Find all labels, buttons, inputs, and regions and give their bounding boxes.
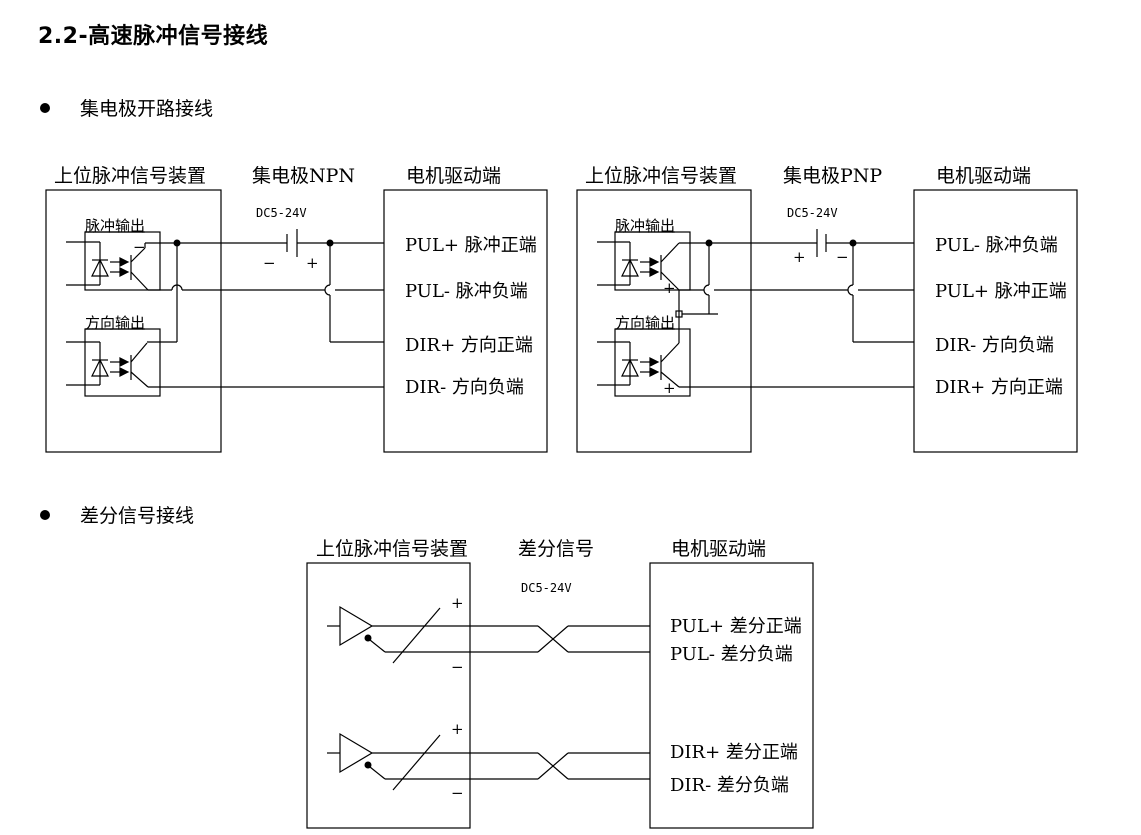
arrow-icon bbox=[649, 357, 660, 367]
diff-pul-driver: + − bbox=[327, 594, 650, 676]
diff-supply-label: DC5-24V bbox=[521, 581, 572, 595]
npn-dir-optocoupler: 方向输出 bbox=[66, 314, 161, 397]
svg-text:+: + bbox=[451, 720, 464, 738]
npn-diagram: 上位脉冲信号装置 集电极NPN 电机驱动端 脉冲输出 − 方向 bbox=[45, 165, 548, 453]
npn-supply-label: DC5-24V bbox=[256, 206, 307, 220]
arrow-icon bbox=[649, 367, 660, 377]
npn-driver-box bbox=[383, 189, 548, 453]
arrow-icon bbox=[119, 267, 130, 277]
svg-text:−: − bbox=[263, 254, 276, 272]
diff-driver-title: 电机驱动端 bbox=[671, 538, 766, 560]
pnp-host-box bbox=[576, 189, 752, 453]
diff-host-title: 上位脉冲信号装置 bbox=[316, 538, 468, 560]
diode-icon bbox=[621, 358, 639, 377]
svg-text:+: + bbox=[793, 248, 806, 266]
npn-host-box bbox=[45, 189, 222, 453]
page-title: 2.2-高速脉冲信号接线 bbox=[38, 24, 269, 49]
differential-diagram: 上位脉冲信号装置 差分信号 电机驱动端 DC5-24V + − bbox=[306, 538, 814, 829]
npn-pulse-out-label: 脉冲输出 bbox=[85, 217, 145, 235]
diode-icon bbox=[91, 358, 109, 377]
section-differential: 差分信号接线 bbox=[40, 501, 194, 528]
bullet-icon bbox=[40, 102, 50, 113]
arrow-icon bbox=[119, 357, 130, 367]
npn-pin: PUL- 脉冲负端 bbox=[405, 281, 528, 302]
diff-pin: PUL- 差分负端 bbox=[670, 644, 793, 665]
diff-mid-title: 差分信号 bbox=[518, 538, 594, 560]
svg-text:+: + bbox=[306, 254, 319, 272]
pnp-mid-title: 集电极PNP bbox=[783, 165, 882, 187]
pnp-host-title: 上位脉冲信号装置 bbox=[585, 165, 737, 187]
pnp-diagram: 上位脉冲信号装置 集电极PNP 电机驱动端 脉冲输出 + 方向输出 bbox=[576, 165, 1078, 453]
arrow-icon bbox=[649, 267, 660, 277]
pnp-supply-label: DC5-24V bbox=[787, 206, 838, 220]
npn-mid-title: 集电极NPN bbox=[252, 165, 355, 187]
line-driver-icon bbox=[339, 605, 374, 647]
pnp-pulse-out-label: 脉冲输出 bbox=[615, 217, 675, 235]
arrow-icon bbox=[649, 257, 660, 267]
pnp-driver-title: 电机驱动端 bbox=[936, 165, 1031, 187]
section-open-collector: 集电极开路接线 bbox=[40, 94, 213, 121]
pnp-dir-out-label: 方向输出 bbox=[615, 314, 675, 332]
pnp-pin: DIR- 方向负端 bbox=[935, 335, 1054, 356]
svg-text:−: − bbox=[836, 248, 849, 266]
diff-pin: DIR+ 差分正端 bbox=[670, 742, 798, 763]
svg-text:−: − bbox=[451, 658, 464, 676]
arrow-icon bbox=[119, 367, 130, 377]
svg-text:+: + bbox=[663, 279, 676, 297]
svg-text:+: + bbox=[451, 594, 464, 612]
npn-pin: PUL+ 脉冲正端 bbox=[405, 235, 537, 256]
diff-pin: PUL+ 差分正端 bbox=[670, 616, 802, 637]
npn-pulse-optocoupler: 脉冲输出 − bbox=[66, 217, 161, 291]
line-driver-icon bbox=[339, 732, 374, 774]
diff-pin: DIR- 差分负端 bbox=[670, 775, 789, 796]
diff-dir-driver: + − bbox=[327, 720, 650, 802]
npn-dir-out-label: 方向输出 bbox=[85, 314, 145, 332]
bullet-icon bbox=[40, 509, 50, 520]
pnp-pin: DIR+ 方向正端 bbox=[935, 377, 1063, 398]
diff-driver-box bbox=[649, 562, 814, 829]
diode-icon bbox=[91, 258, 109, 277]
svg-text:+: + bbox=[663, 379, 676, 397]
arrow-icon bbox=[119, 257, 130, 267]
pnp-pin: PUL+ 脉冲正端 bbox=[935, 281, 1067, 302]
npn-driver-title: 电机驱动端 bbox=[406, 165, 501, 187]
svg-text:−: − bbox=[451, 784, 464, 802]
section-label: 集电极开路接线 bbox=[80, 98, 214, 120]
pnp-dir-optocoupler: 方向输出 + bbox=[597, 314, 691, 397]
svg-text:−: − bbox=[133, 238, 146, 256]
npn-pin: DIR- 方向负端 bbox=[405, 377, 524, 398]
section-label: 差分信号接线 bbox=[80, 505, 195, 527]
npn-pin: DIR+ 方向正端 bbox=[405, 335, 533, 356]
diode-icon bbox=[621, 258, 639, 277]
diff-host-box bbox=[306, 562, 471, 829]
pnp-pulse-optocoupler: 脉冲输出 + bbox=[597, 217, 691, 297]
pnp-pin: PUL- 脉冲负端 bbox=[935, 235, 1058, 256]
npn-host-title: 上位脉冲信号装置 bbox=[54, 165, 206, 187]
pnp-driver-box bbox=[913, 189, 1078, 453]
